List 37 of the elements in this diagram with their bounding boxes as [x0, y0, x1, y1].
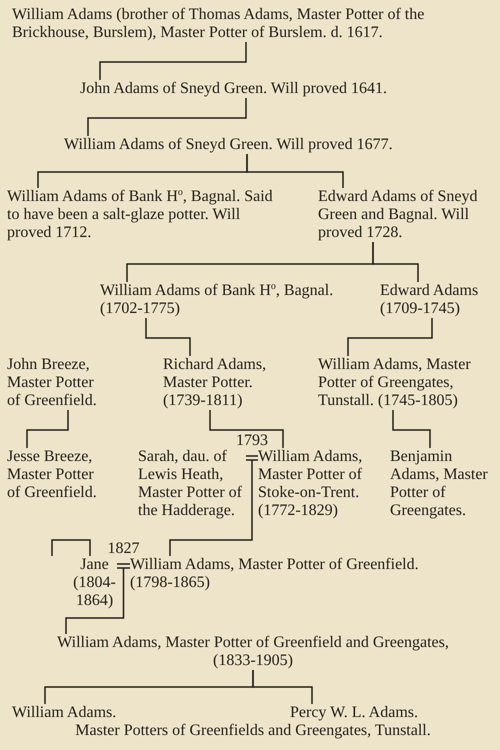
person-entry: William Adams. [12, 704, 116, 722]
person-entry: Edward Adams of Sneyd Green and Bagnal. Will proved 1728. [318, 188, 494, 242]
person-entry: William Adams, Master Potter of Stoke-on-Trent. (1772-1829) [258, 448, 370, 520]
person-entry: William Adams, Master Potter of Greenfield and Greengates, (1833-1905) [53, 634, 453, 670]
descent-line [252, 670, 313, 704]
descent-line [51, 539, 91, 556]
marriage-sign [116, 563, 131, 569]
person-entry: Richard Adams, Master Potter. (1739-1811) [163, 356, 283, 410]
person-entry: Jesse Breeze, Master Potter of Greenfield. [7, 448, 103, 502]
note-text: Master Potters of Greenfields and Greengates, Tunstall. [75, 722, 431, 740]
person-entry: John Breeze, Master Potter of Greenfield. [7, 356, 103, 410]
descent-line [169, 460, 253, 556]
person-entry: Percy W. L. Adams. [290, 704, 418, 722]
descent-line [372, 242, 419, 282]
descent-line [145, 318, 191, 356]
descent-line [347, 318, 433, 356]
descent-line [87, 98, 247, 136]
marriage-sign [245, 455, 259, 461]
person-entry: William Adams of Bank H$^{o}$, Bagnal. (1702-1775) [100, 282, 370, 318]
person-entry: John Adams of Sneyd Green. Will proved 1641. [80, 80, 440, 98]
person-entry: Sarah, dau. of Lewis Heath, Master Potter of the Hadderage. [138, 448, 246, 520]
marriage-date: 1793 [234, 433, 270, 448]
person-entry: Jane (1804-1864) [72, 556, 117, 610]
person-entry: William Adams of Sneyd Green. Will proved 1677. [64, 136, 444, 154]
descent-line [209, 410, 284, 448]
marriage-date: 1827 [106, 541, 142, 556]
person-entry: Edward Adams (1709-1745) [380, 282, 492, 318]
descent-line [26, 410, 69, 448]
person-entry: William Adams, Master Potter of Greengates, Tunstall. (1745-1805) [318, 356, 496, 410]
descent-line [99, 42, 247, 80]
descent-line [65, 568, 124, 634]
descent-line [246, 154, 344, 188]
descent-line [392, 410, 431, 448]
person-entry: William Adams of Bank H$^{o}$, Bagnal. Said to have been a salt-glaze potter. Will proved 1712. [7, 188, 287, 242]
person-entry: Benjamin Adams, Master Potter of Greengates. [390, 448, 494, 520]
person-entry: William Adams, Master Potter of Greenfield. (1798-1865) [130, 556, 450, 592]
person-entry: William Adams (brother of Thomas Adams, Master Potter of the Brickhouse, Burslem), Master Potter of Burslem. d. 1617. [12, 6, 482, 42]
